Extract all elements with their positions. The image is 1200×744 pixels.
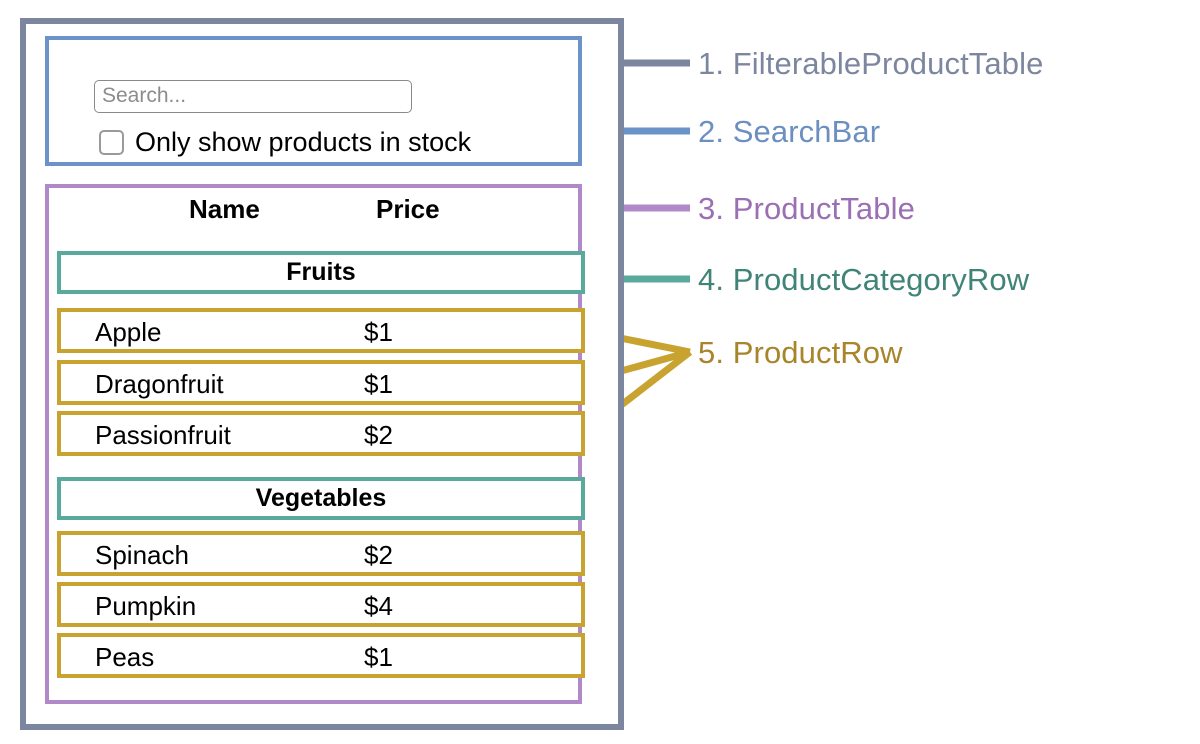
product-category-label: Fruits [286, 258, 356, 286]
product-name: Dragonfruit [95, 369, 224, 399]
column-header-price: Price [376, 194, 440, 224]
product-name: Spinach [95, 540, 189, 570]
legend-item-product-category-row: 4. ProductCategoryRow [698, 262, 1030, 297]
product-name: Passionfruit [95, 420, 231, 450]
product-row: Peas $1 [57, 633, 585, 678]
product-price: $4 [364, 591, 393, 621]
product-price: $2 [364, 540, 393, 570]
search-input[interactable]: Search... [94, 80, 412, 113]
legend-item-search-bar: 2. SearchBar [698, 114, 881, 149]
product-price: $1 [364, 369, 393, 399]
product-category-label: Vegetables [255, 484, 387, 512]
legend-item-filterable-product-table: 1. FilterableProductTable [698, 46, 1044, 81]
product-row: Dragonfruit $1 [57, 360, 585, 405]
product-name: Apple [95, 317, 162, 347]
in-stock-checkbox-label: Only show products in stock [135, 127, 472, 157]
checkbox-icon[interactable] [99, 130, 124, 155]
product-price: $2 [364, 420, 393, 450]
product-table-header: Name Price [49, 188, 578, 234]
product-name: Pumpkin [95, 591, 197, 621]
product-category-row: Fruits [57, 251, 585, 294]
search-bar-frame: Search... Only show products in stock [45, 36, 582, 166]
product-row: Apple $1 [57, 308, 585, 353]
product-price: $1 [364, 317, 393, 347]
product-row: Passionfruit $2 [57, 411, 585, 456]
product-row: Pumpkin $4 [57, 582, 585, 627]
product-category-row: Vegetables [57, 477, 585, 520]
column-header-name: Name [189, 194, 260, 224]
legend-item-product-row: 5. ProductRow [698, 335, 903, 370]
in-stock-checkbox-row[interactable]: Only show products in stock [99, 129, 471, 156]
product-name: Peas [95, 642, 155, 672]
product-price: $1 [364, 642, 393, 672]
product-row: Spinach $2 [57, 531, 585, 576]
legend-item-product-table: 3. ProductTable [698, 191, 915, 226]
